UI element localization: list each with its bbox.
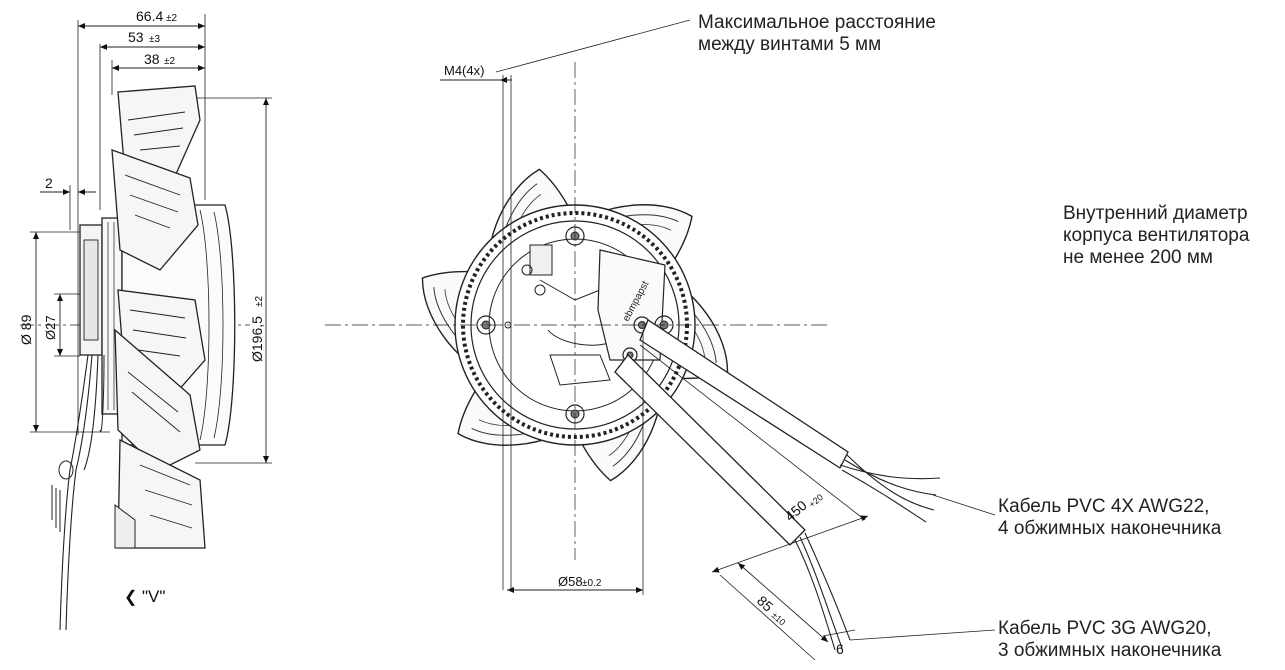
dim-shaft-diameter: Ø27 — [43, 315, 58, 340]
side-view-dimension-texts: 66.4 ±2 53 ±3 38 ±2 2 Ø 89 Ø27 Ø196,5 ±2… — [18, 8, 265, 606]
strip-length-label: 85 — [754, 592, 776, 614]
side-view — [20, 14, 272, 631]
screw-dimension — [440, 19, 691, 590]
cable-length-tol: +20 — [807, 492, 825, 509]
note-max-screw-distance: Максимальное расстояние между винтами 5 … — [698, 12, 936, 55]
leader-lines — [849, 494, 996, 641]
bolt-circle-label: Ø58 — [558, 574, 583, 589]
bolt-circle-dimension — [507, 330, 644, 595]
dim-fan-diameter: Ø196,5 — [249, 316, 265, 362]
dim-depth-mid: 53 — [128, 29, 144, 45]
strip-length-dimension — [719, 562, 856, 661]
dim-overall-depth-tol: ±2 — [166, 13, 177, 24]
dim-offset: 2 — [45, 175, 53, 191]
view-label: "V" — [142, 587, 165, 606]
cables — [614, 319, 941, 651]
dim-depth-mid-tol: ±3 — [149, 34, 160, 45]
strip-end-label: 6 — [836, 641, 844, 657]
strip-length-tol: ±10 — [770, 610, 788, 627]
screw-label: M4(4x) — [444, 63, 484, 78]
dim-depth-small-tol: ±2 — [164, 56, 175, 67]
dim-hub-diameter: Ø 89 — [18, 314, 34, 345]
front-view: ebmpapst M4(4x) — [325, 19, 996, 661]
cable-length-dimension — [639, 344, 869, 573]
dim-fan-diameter-tol: ±2 — [254, 296, 265, 307]
dim-depth-small: 38 — [144, 51, 160, 67]
bolt-circle-tol: ±0.2 — [582, 578, 602, 589]
note-cable-3g: Кабель PVC 3G AWG20, 3 обжимных наконечн… — [998, 618, 1222, 661]
note-cable-4x: Кабель PVC 4X AWG22, 4 обжимных наконечн… — [998, 496, 1222, 539]
note-inner-diameter: Внутренний диаметр корпуса вентилятора н… — [1063, 203, 1250, 268]
dim-overall-depth: 66.4 — [136, 8, 163, 24]
view-arrow-icon: ❮ — [124, 589, 137, 606]
